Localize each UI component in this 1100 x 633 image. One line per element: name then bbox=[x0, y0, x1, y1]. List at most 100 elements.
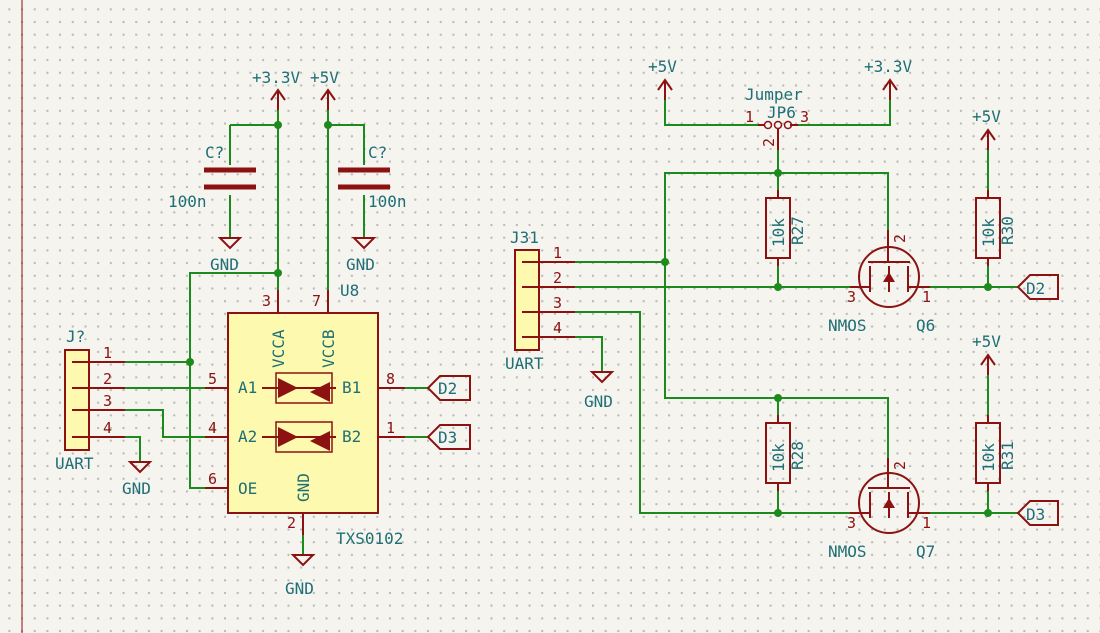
net-label-d2-q6: D2 bbox=[1016, 274, 1059, 300]
svg-text:3: 3 bbox=[262, 292, 271, 310]
gnd-symbol: GND bbox=[210, 237, 243, 274]
connector-j-left: J? UART 1 2 3 4 bbox=[55, 327, 125, 473]
svg-text:8: 8 bbox=[386, 370, 395, 388]
svg-text:10k: 10k bbox=[769, 218, 788, 247]
mosfet-q7: 3 2 1 NMOS Q7 bbox=[828, 458, 935, 561]
cap-ref: C? bbox=[368, 143, 387, 162]
power-flag-5v-left: +5V bbox=[310, 68, 339, 110]
svg-text:D3: D3 bbox=[1026, 505, 1045, 524]
resistor-r30: 10k R30 bbox=[975, 190, 1017, 266]
svg-text:D2: D2 bbox=[438, 379, 457, 398]
junction bbox=[274, 269, 282, 277]
junction bbox=[324, 121, 332, 129]
cap-value: 100n bbox=[368, 192, 407, 211]
svg-text:1: 1 bbox=[553, 244, 562, 262]
power-flag-5v-jumper: +5V bbox=[648, 57, 677, 100]
power-label: +5V bbox=[310, 68, 339, 87]
svg-text:OE: OE bbox=[238, 479, 257, 498]
svg-text:VCCA: VCCA bbox=[269, 329, 288, 368]
svg-text:2: 2 bbox=[103, 370, 112, 388]
svg-text:GND: GND bbox=[285, 579, 314, 598]
svg-text:4: 4 bbox=[103, 419, 112, 437]
svg-text:4: 4 bbox=[208, 419, 217, 437]
svg-text:4: 4 bbox=[553, 319, 562, 337]
svg-text:D3: D3 bbox=[438, 428, 457, 447]
svg-text:GND: GND bbox=[210, 255, 239, 274]
connector-j31: J31 UART 1 2 3 4 bbox=[505, 228, 575, 373]
resistor-r28: 10k R28 bbox=[765, 415, 807, 491]
svg-text:2: 2 bbox=[760, 138, 778, 147]
svg-text:R31: R31 bbox=[998, 441, 1017, 470]
mosfet-value: NMOS bbox=[828, 542, 867, 561]
junction bbox=[774, 509, 782, 517]
svg-text:3: 3 bbox=[847, 288, 856, 306]
capacitor-c-left: C? 100n bbox=[168, 143, 256, 211]
svg-text:GND: GND bbox=[346, 255, 375, 274]
mosfet-ref: Q6 bbox=[916, 316, 935, 335]
svg-text:+5V: +5V bbox=[648, 57, 677, 76]
mosfet-q6: 3 2 1 NMOS Q6 bbox=[828, 230, 935, 335]
svg-text:2: 2 bbox=[891, 461, 909, 470]
svg-text:2: 2 bbox=[891, 234, 909, 243]
svg-text:VCCB: VCCB bbox=[319, 329, 338, 368]
gnd-symbol: GND bbox=[122, 461, 153, 498]
net-label-d3-u8: D3 bbox=[426, 424, 471, 450]
svg-text:10k: 10k bbox=[979, 218, 998, 247]
power-flag-3v3-jumper: +3.3V bbox=[864, 57, 913, 100]
svg-text:3: 3 bbox=[553, 294, 562, 312]
gnd-symbol: GND bbox=[584, 371, 615, 411]
svg-text:R28: R28 bbox=[788, 441, 807, 470]
connector-value: UART bbox=[55, 454, 94, 473]
svg-text:GND: GND bbox=[294, 473, 313, 502]
svg-text:1: 1 bbox=[922, 288, 931, 306]
junction bbox=[774, 169, 782, 177]
connector-ref: J31 bbox=[510, 228, 539, 247]
jumper-ref: JP6 bbox=[767, 103, 796, 122]
junction bbox=[186, 358, 194, 366]
svg-text:6: 6 bbox=[208, 470, 217, 488]
svg-text:3: 3 bbox=[800, 108, 809, 126]
connector-ref: J? bbox=[66, 327, 85, 346]
ic-ref: U8 bbox=[340, 281, 359, 300]
mosfet-value: NMOS bbox=[828, 316, 867, 335]
svg-text:3: 3 bbox=[847, 514, 856, 532]
svg-text:10k: 10k bbox=[979, 443, 998, 472]
svg-text:GND: GND bbox=[584, 392, 613, 411]
svg-text:1: 1 bbox=[103, 344, 112, 362]
jumper-jp6: Jumper JP6 1 2 3 bbox=[745, 85, 809, 150]
gnd-symbol: GND bbox=[285, 554, 316, 598]
gnd-symbol: GND bbox=[346, 237, 377, 274]
power-label: +3.3V bbox=[252, 68, 301, 87]
svg-text:7: 7 bbox=[312, 292, 321, 310]
svg-text:B1: B1 bbox=[342, 378, 361, 397]
svg-text:2: 2 bbox=[287, 514, 296, 532]
ic-value: TXS0102 bbox=[336, 529, 403, 548]
junction bbox=[774, 283, 782, 291]
net-label-d3-q7: D3 bbox=[1016, 500, 1059, 526]
svg-text:R30: R30 bbox=[998, 216, 1017, 245]
power-flag-3v3-left: +3.3V bbox=[252, 68, 301, 110]
net-label-d2-u8: D2 bbox=[426, 375, 471, 401]
svg-text:1: 1 bbox=[922, 514, 931, 532]
cap-ref: C? bbox=[205, 143, 224, 162]
cap-value: 100n bbox=[168, 192, 207, 211]
svg-text:+5V: +5V bbox=[972, 332, 1001, 351]
svg-text:2: 2 bbox=[553, 269, 562, 287]
svg-text:+3.3V: +3.3V bbox=[864, 57, 913, 76]
junction bbox=[984, 509, 992, 517]
level-shifter-icon bbox=[262, 372, 336, 453]
svg-text:A1: A1 bbox=[238, 378, 257, 397]
power-flag-5v-r30: +5V bbox=[972, 107, 1001, 150]
resistor-r31: 10k R31 bbox=[975, 415, 1017, 491]
svg-text:10k: 10k bbox=[769, 443, 788, 472]
svg-text:GND: GND bbox=[122, 479, 151, 498]
junction bbox=[274, 121, 282, 129]
svg-text:5: 5 bbox=[208, 370, 217, 388]
capacitor-c-right: C? 100n bbox=[338, 143, 407, 211]
junction bbox=[984, 283, 992, 291]
junction bbox=[661, 258, 669, 266]
connector-value: UART bbox=[505, 354, 544, 373]
svg-text:R27: R27 bbox=[788, 216, 807, 245]
